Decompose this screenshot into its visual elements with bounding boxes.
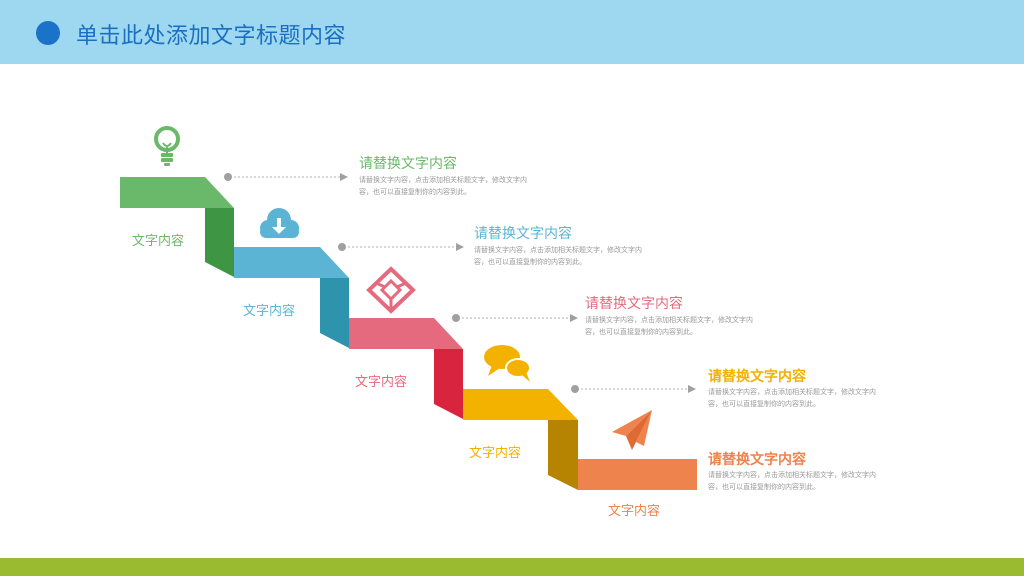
- cube-icon: [366, 266, 416, 314]
- slide-title[interactable]: 单击此处添加文字标题内容: [76, 24, 347, 49]
- step-5-label: 文字内容: [608, 504, 661, 519]
- step-5-text: 请替换文字内容，点击添加相关标题文字，修改文字内容，也可以直接复制你的内容到此。: [708, 471, 876, 491]
- step-4-riser: [548, 420, 578, 490]
- step-3-tread: [349, 318, 463, 349]
- step-2-tread: [234, 247, 349, 278]
- step-2-riser: [320, 278, 349, 348]
- chat-bubbles-icon: [484, 345, 531, 382]
- paper-plane-icon: [612, 410, 652, 450]
- header-bullet: [36, 21, 60, 45]
- step-4-title: 请替换文字内容: [708, 369, 806, 385]
- step-1-tread: [120, 177, 234, 208]
- connector-3: [452, 314, 578, 322]
- step-5-title: 请替换文字内容: [708, 452, 806, 468]
- step-1-text: 请替换文字内容，点击添加相关标题文字，修改文字内容，也可以直接复制你的内容到此。: [359, 176, 527, 196]
- step-2-label: 文字内容: [243, 304, 296, 319]
- step-1-title: 请替换文字内容: [359, 156, 457, 172]
- lightbulb-icon: [154, 126, 180, 166]
- footer-bar: [0, 558, 1024, 576]
- step-3-title: 请替换文字内容: [585, 296, 683, 312]
- step-4-label: 文字内容: [469, 446, 522, 461]
- connector-2: [338, 243, 464, 251]
- step-2-title: 请替换文字内容: [474, 226, 572, 242]
- connector-4: [571, 385, 696, 393]
- step-3-label: 文字内容: [355, 375, 408, 390]
- connector-1: [224, 173, 348, 181]
- step-3-text: 请替换文字内容，点击添加相关标题文字，修改文字内容，也可以直接复制你的内容到此。: [585, 316, 753, 336]
- step-4-tread: [463, 389, 578, 420]
- step-1-label: 文字内容: [132, 234, 185, 249]
- step-5-tread: [578, 459, 697, 490]
- step-4-text: 请替换文字内容，点击添加相关标题文字，修改文字内容，也可以直接复制你的内容到此。: [708, 388, 876, 408]
- cloud-download-icon: [260, 208, 299, 238]
- step-3-riser: [434, 349, 463, 419]
- step-1-riser: [205, 208, 234, 277]
- header-bar: 单击此处添加文字标题内容: [0, 0, 1024, 64]
- step-2-text: 请替换文字内容，点击添加相关标题文字，修改文字内容，也可以直接复制你的内容到此。: [474, 246, 642, 266]
